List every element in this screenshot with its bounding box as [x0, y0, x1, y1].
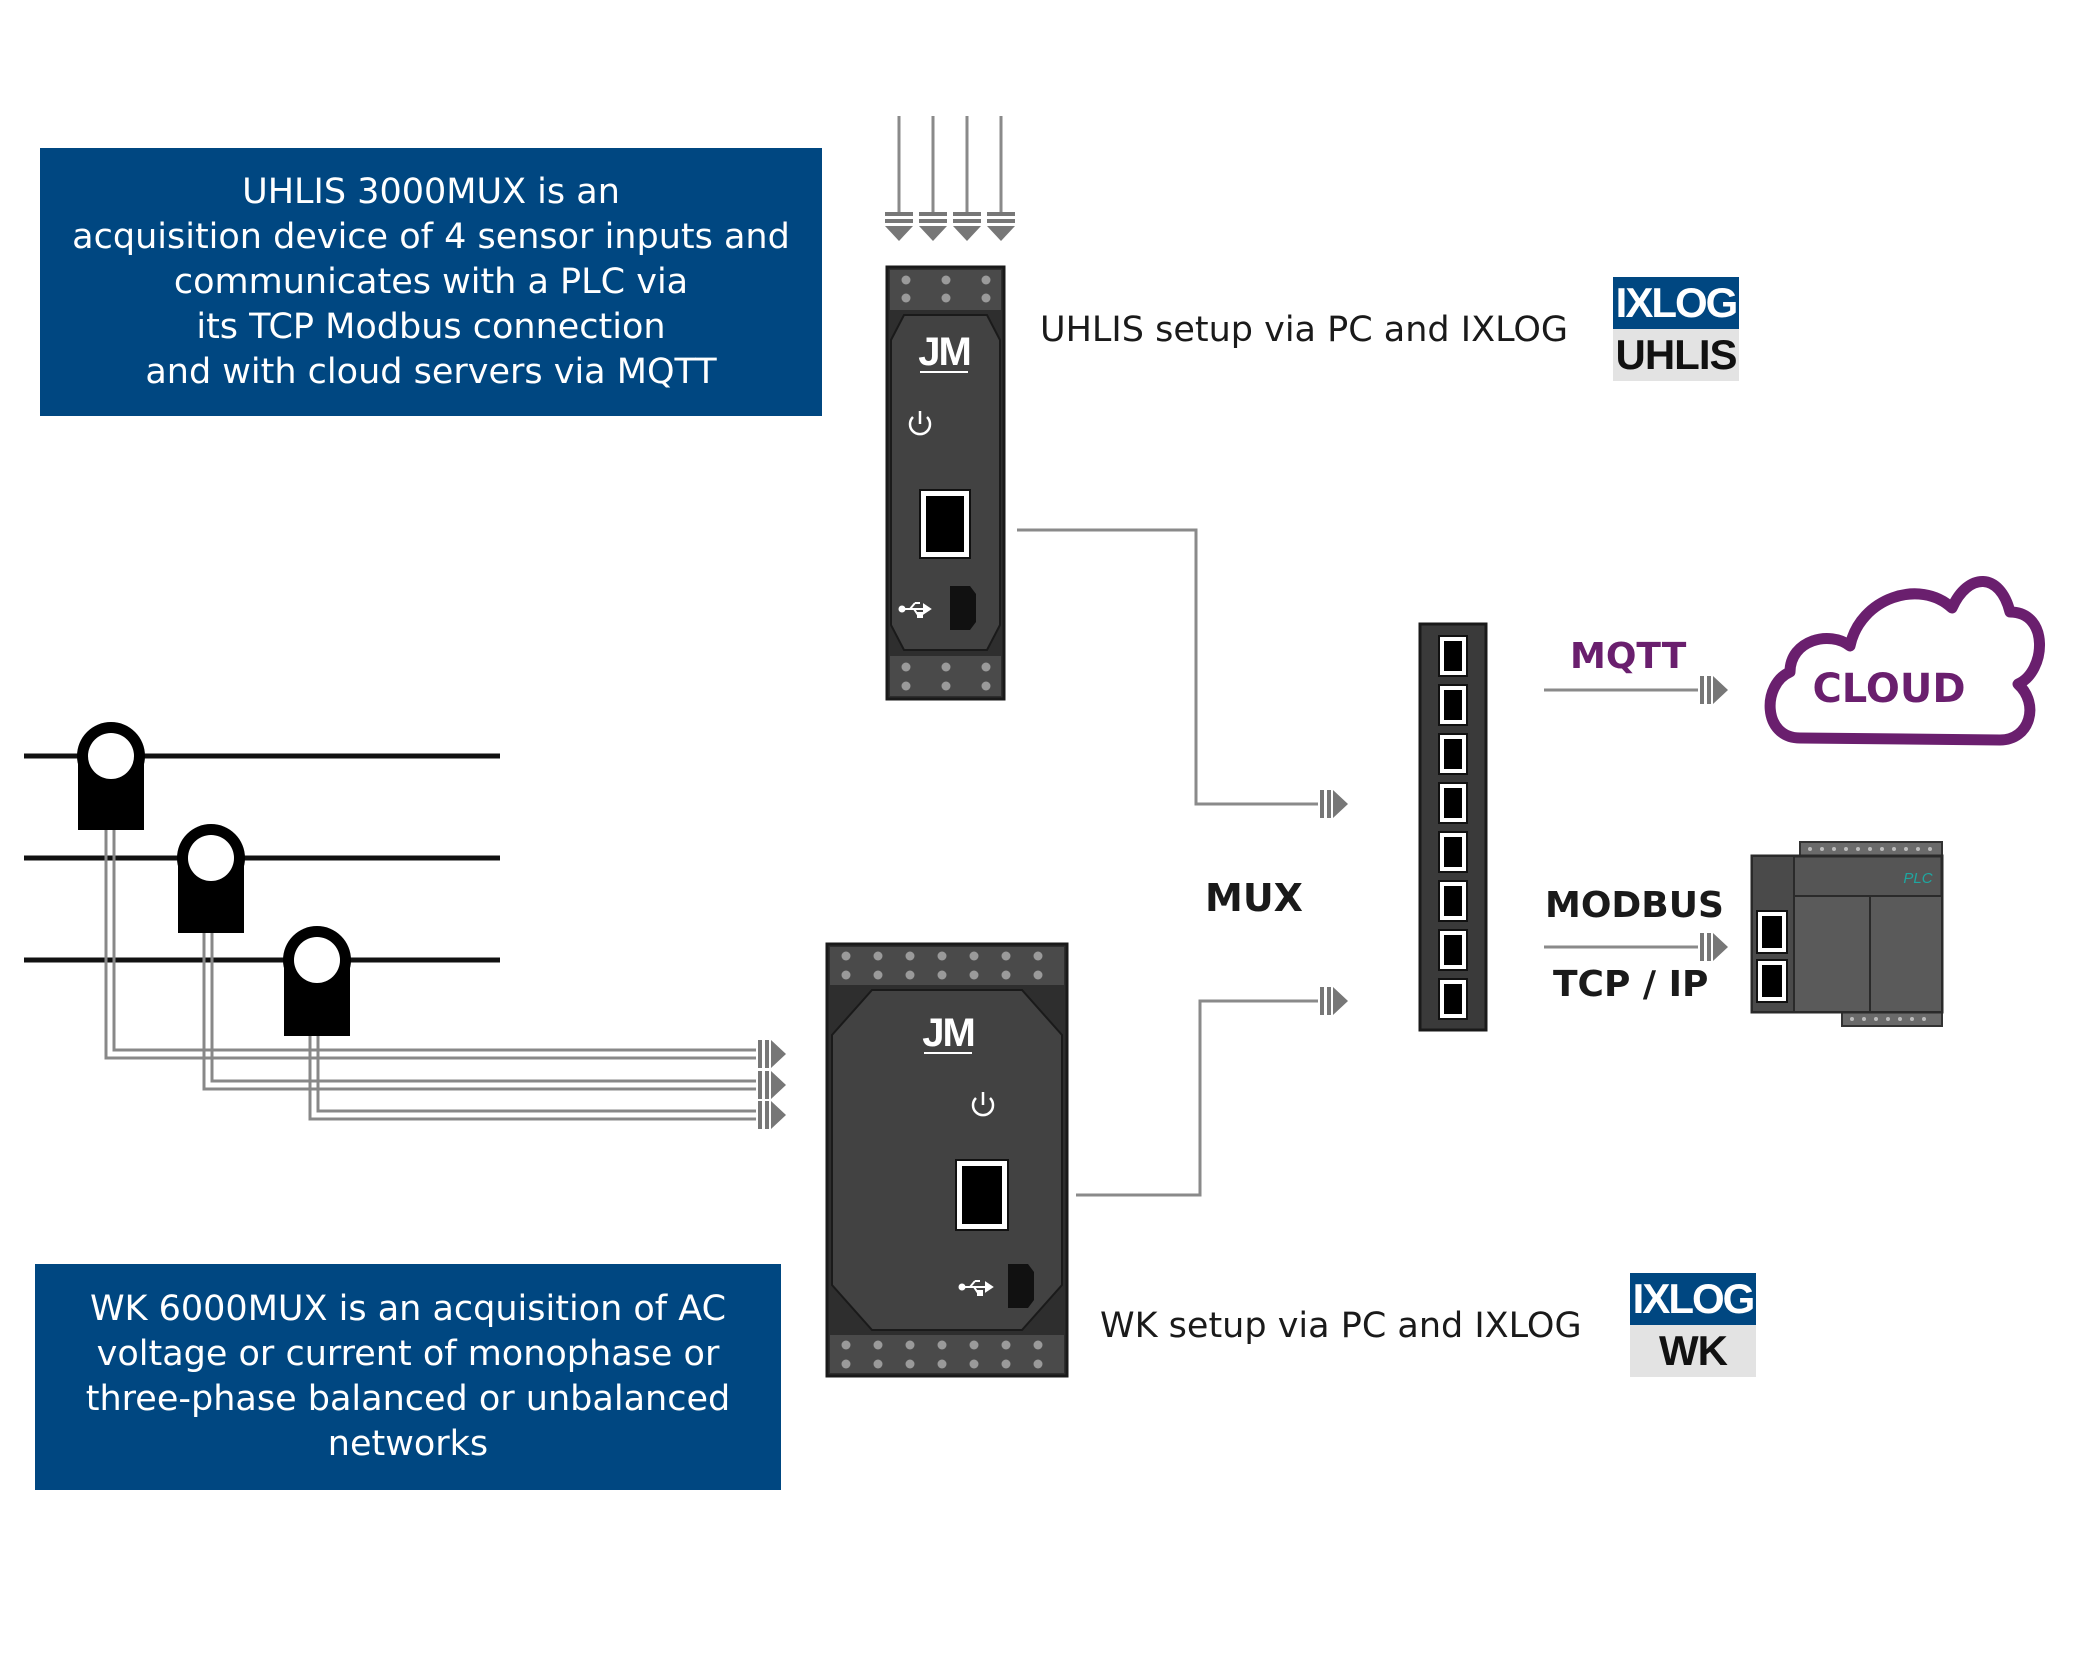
clamp-wires [104, 830, 756, 1121]
usb-port [1008, 1264, 1034, 1308]
wk-setup-text: WK setup via PC and IXLOG [1100, 1306, 1582, 1346]
clamp-arrow-3 [758, 1101, 786, 1129]
uhlis-mux-arrow [1320, 790, 1348, 818]
wk-info-box: WK 6000MUX is an acquisition of AC volta… [35, 1264, 781, 1490]
uhlis-info-text: UHLIS 3000MUX is an acquisition device o… [72, 171, 790, 392]
current-clamp-2 [177, 824, 245, 933]
power-icon [908, 411, 932, 436]
sensor-input-arrows [885, 116, 1015, 241]
power-icon [971, 1092, 995, 1117]
wk-device: JM [825, 942, 1069, 1378]
wk-info-text: WK 6000MUX is an acquisition of AC volta… [85, 1289, 731, 1464]
tcp-ip-label: TCP / IP [1553, 964, 1709, 1005]
ixlog-badge-bottom: WK [1630, 1325, 1756, 1377]
wk-ixlog-badge: IXLOG WK [1630, 1273, 1756, 1377]
uhlis-device: JM [885, 265, 1006, 701]
current-clamp-3 [283, 926, 351, 1036]
cloud-label: CLOUD [1812, 666, 1965, 712]
mux-switch [1418, 622, 1488, 1032]
modbus-label: MODBUS [1545, 885, 1724, 926]
mqtt-arrow [1544, 676, 1728, 704]
uhlis-ixlog-badge: IXLOG UHLIS [1613, 277, 1739, 381]
clamp-arrow-2 [758, 1071, 786, 1099]
cloud-icon: CLOUD [1764, 576, 2045, 746]
uhlis-logo: JM [918, 330, 970, 374]
wk-logo: JM [922, 1011, 974, 1055]
wk-to-mux-line [1076, 999, 1318, 1197]
ixlog-badge-top: IXLOG [1630, 1273, 1756, 1325]
wk-mux-arrow [1320, 987, 1348, 1015]
mux-label: MUX [1205, 876, 1303, 920]
uhlis-info-box: UHLIS 3000MUX is an acquisition device o… [40, 148, 822, 416]
plc-device: PLC [1750, 841, 1944, 1027]
usb-icon [958, 1280, 994, 1296]
uhlis-to-mux-line [1017, 528, 1318, 806]
uhlis-setup-text: UHLIS setup via PC and IXLOG [1040, 310, 1568, 350]
usb-port [950, 586, 976, 630]
current-clamp-1 [77, 722, 145, 830]
modbus-arrow [1544, 933, 1728, 961]
ixlog-badge-bottom: UHLIS [1613, 329, 1739, 381]
clamp-arrow-1 [758, 1040, 786, 1068]
ixlog-badge-top: IXLOG [1613, 277, 1739, 329]
plc-label: PLC [1903, 870, 1932, 887]
mqtt-label: MQTT [1570, 636, 1687, 677]
usb-icon [898, 602, 932, 618]
